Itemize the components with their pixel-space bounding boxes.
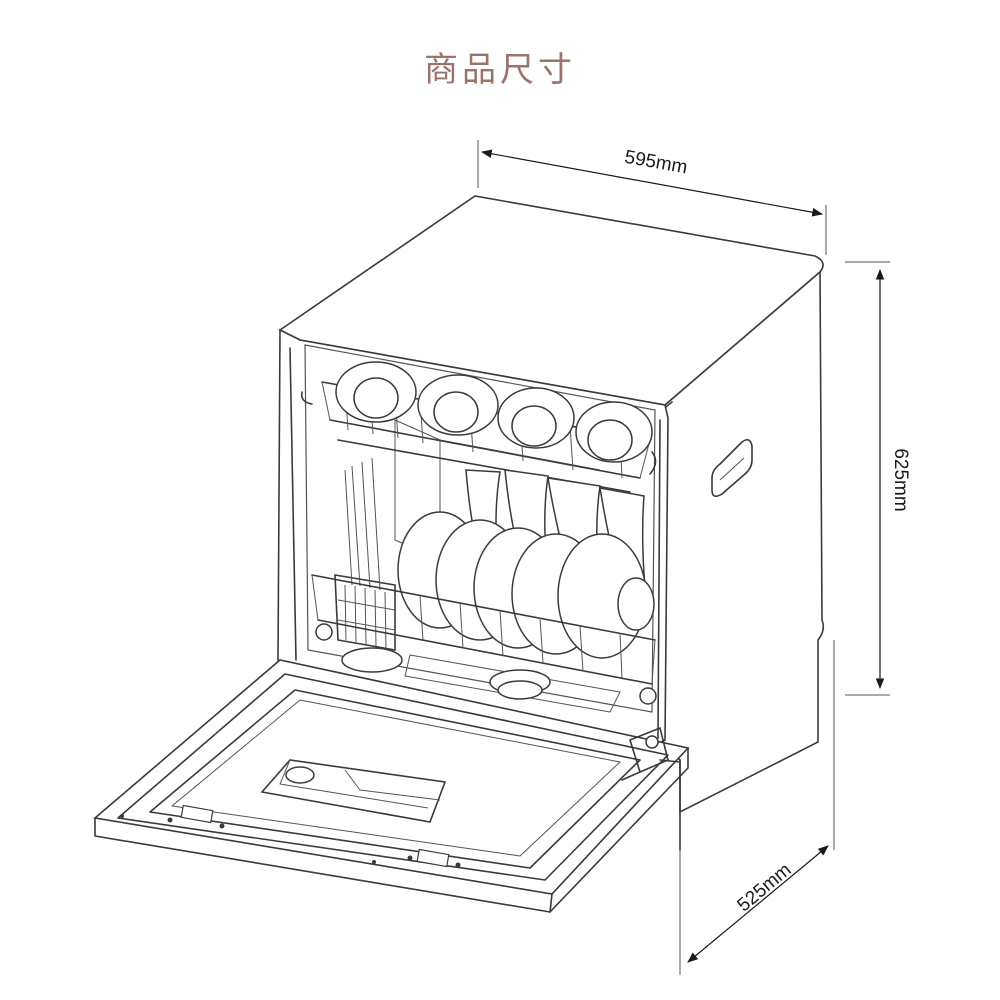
upper-rack (300, 361, 657, 493)
cabinet-base (659, 759, 681, 851)
height-dimension: 625mm (845, 261, 911, 696)
diagram-title: 商品尺寸 (424, 50, 576, 90)
lower-rack (311, 457, 657, 705)
open-door (93, 659, 690, 913)
depth-label: 525mm (733, 859, 795, 916)
height-label: 625mm (890, 448, 911, 511)
tub-floor (341, 647, 621, 713)
width-label: 595mm (623, 147, 689, 179)
